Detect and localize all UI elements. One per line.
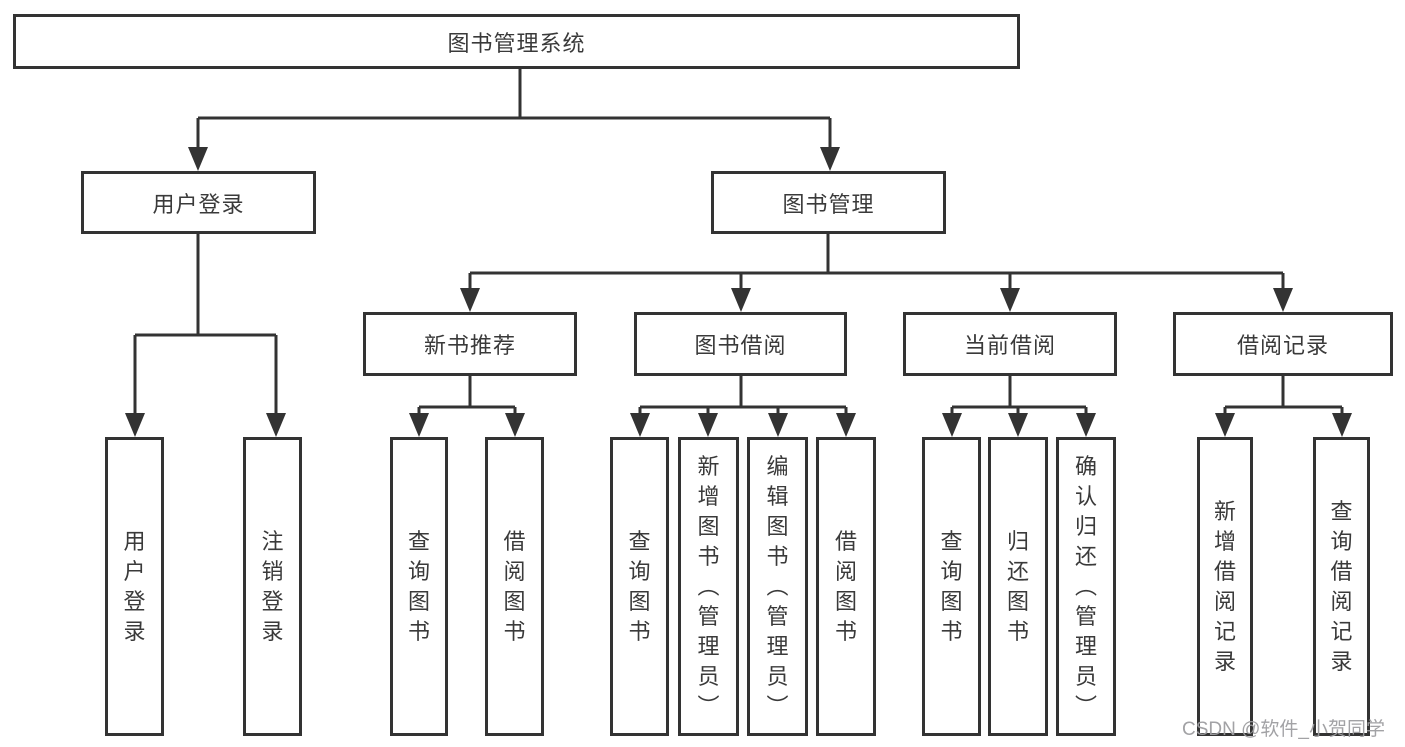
- leaf-query-books-recommend: 查 询 图 书: [390, 437, 448, 736]
- leaf-label: 编 辑 图 书 ︵ 管 理 员 ︶: [766, 453, 789, 719]
- node-new-book-recommend: 新书推荐: [363, 312, 577, 376]
- node-user-login: 用户登录: [81, 171, 316, 234]
- leaf-return-books: 归 还 图 书: [988, 437, 1048, 736]
- leaf-label: 查 询 图 书: [940, 528, 963, 644]
- leaf-borrow-books-recommend: 借 阅 图 书: [485, 437, 544, 736]
- leaf-borrow-books-borrowing: 借 阅 图 书: [816, 437, 876, 736]
- leaf-label: 归 还 图 书: [1006, 528, 1029, 644]
- node-borrowing-records: 借阅记录: [1173, 312, 1393, 376]
- leaf-query-books-current: 查 询 图 书: [922, 437, 981, 736]
- node-label: 图书管理: [782, 191, 875, 217]
- node-book-borrowing: 图书借阅: [634, 312, 847, 376]
- leaf-label: 借 阅 图 书: [503, 528, 526, 644]
- leaf-label: 查 询 图 书: [628, 528, 651, 644]
- node-label: 图书借阅: [694, 333, 787, 358]
- leaf-query-books-borrowing: 查 询 图 书: [610, 437, 669, 736]
- leaf-query-borrow-record: 查 询 借 阅 记 录: [1313, 437, 1370, 736]
- node-label: 图书管理系统: [447, 30, 586, 56]
- node-book-management: 图书管理: [711, 171, 946, 234]
- node-current-borrowing: 当前借阅: [903, 312, 1117, 376]
- node-library-system: 图书管理系统: [13, 14, 1020, 69]
- leaf-label: 借 阅 图 书: [834, 528, 857, 644]
- leaf-confirm-return-admin: 确 认 归 还 ︵ 管 理 员 ︶: [1056, 437, 1116, 736]
- leaf-edit-books-admin: 编 辑 图 书 ︵ 管 理 员 ︶: [747, 437, 808, 736]
- leaf-add-borrow-record: 新 增 借 阅 记 录: [1197, 437, 1253, 736]
- leaf-label: 确 认 归 还 ︵ 管 理 员 ︶: [1074, 453, 1097, 719]
- node-label: 用户登录: [152, 191, 245, 217]
- leaf-user-login: 用 户 登 录: [105, 437, 164, 736]
- leaf-label: 查 询 图 书: [407, 528, 430, 644]
- leaf-label: 用 户 登 录: [123, 528, 146, 644]
- node-label: 当前借阅: [963, 333, 1056, 358]
- node-label: 借阅记录: [1236, 333, 1329, 358]
- node-label: 新书推荐: [423, 333, 516, 358]
- csdn-watermark: CSDN @软件_小贺同学: [1182, 719, 1385, 740]
- leaf-add-books-admin: 新 增 图 书 ︵ 管 理 员 ︶: [678, 437, 739, 736]
- leaf-label: 新 增 借 阅 记 录: [1213, 498, 1236, 674]
- leaf-label: 查 询 借 阅 记 录: [1330, 498, 1353, 674]
- leaf-label: 注 销 登 录: [261, 528, 284, 644]
- leaf-logout: 注 销 登 录: [243, 437, 302, 736]
- leaf-label: 新 增 图 书 ︵ 管 理 员 ︶: [697, 453, 720, 719]
